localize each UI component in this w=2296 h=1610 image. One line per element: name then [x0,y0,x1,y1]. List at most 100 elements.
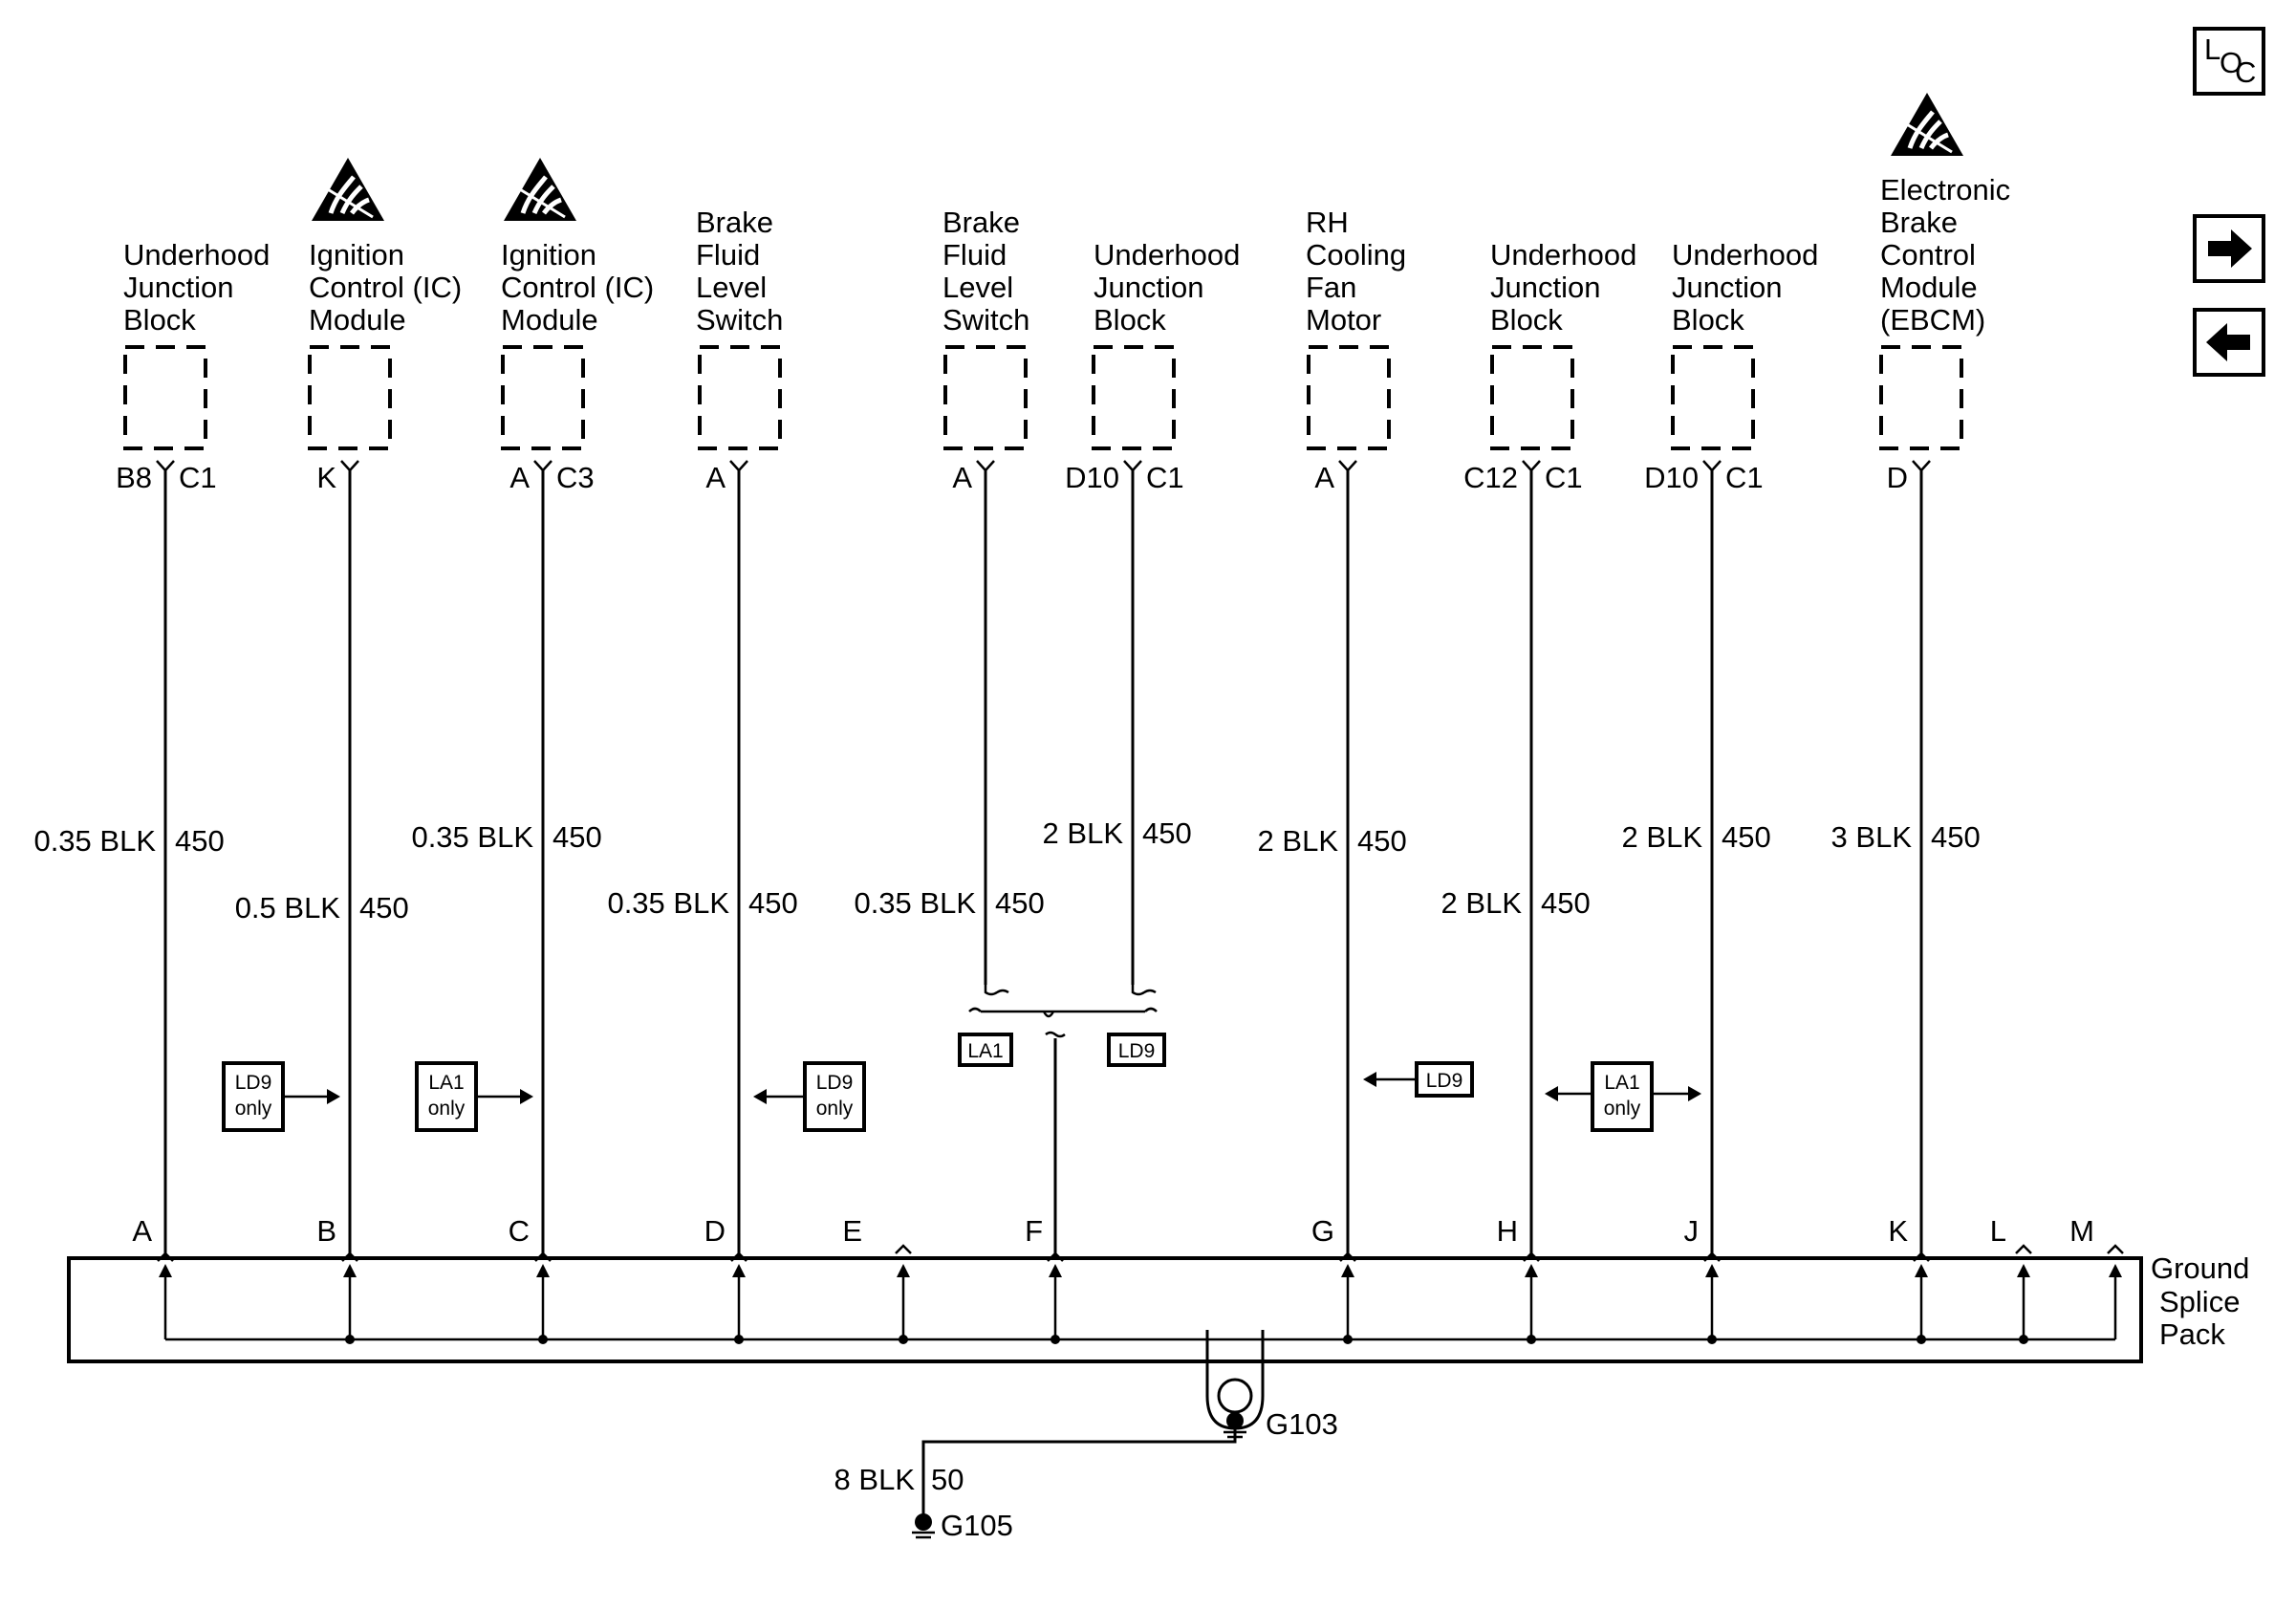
option-splice-junction [968,985,1158,1258]
component-10-title-line-3: Control [1880,238,1976,272]
option-la1: LA1 [958,1033,1013,1067]
option-ld9-2-line-1: LD9 [1426,1070,1463,1092]
component-9-connector: C1 [1725,461,1764,494]
splice-name-line-1: Ground [2151,1251,2249,1285]
splice-node [734,1335,744,1344]
esd-warning-icon [1891,93,1963,156]
ground-g105-label: G105 [941,1509,1013,1542]
component-10-title-line-5: (EBCM) [1880,303,1985,337]
component-7-box [1307,345,1391,450]
splice-connector-symbol [1913,1251,1930,1262]
component-8-title-line-1: Underhood [1490,238,1636,272]
splice-connector-symbol [895,1244,912,1254]
splice-pin-b: B [316,1214,336,1248]
component-4-box [698,345,782,450]
splice-node [1051,1335,1060,1344]
splice-arrow [343,1264,357,1277]
splice-arrow [1915,1264,1928,1277]
splice-arrow [2109,1264,2122,1277]
splice-connector-symbol [2015,1244,2032,1254]
option-ld9-only-2-line-2: only [816,1098,854,1120]
splice-pin-m: M [2069,1214,2094,1248]
component-2-title-line-1: Ignition [309,238,404,272]
component-1-connector: C1 [179,461,217,494]
component-9-pin: D10 [1644,461,1699,494]
component-6-title-line-2: Junction [1094,271,1203,304]
component-10-title-line-2: Brake [1880,206,1958,239]
connector-symbol [1123,460,1142,472]
ground-wire-circuit: 50 [931,1463,964,1496]
component-1-circuit: 450 [175,824,225,858]
component-5-wire-gauge: 0.35 BLK [854,886,976,920]
component-10-title-line-1: Electronic [1880,173,2010,207]
ground-g103-label: G103 [1266,1407,1338,1441]
option-ld9-1-line-1: LD9 [1118,1040,1156,1062]
loc-c: C [2235,55,2256,89]
component-5-box [943,345,1028,450]
connector-symbol [729,460,748,472]
component-2-pin: K [316,461,336,494]
component-5-title-line-4: Switch [942,303,1029,337]
connector-symbol [1702,460,1722,472]
component-4-title-line-3: Level [696,271,767,304]
splice-connector-symbol [341,1251,358,1262]
option-la1-only-2: LA1 only [1545,1061,1701,1132]
component-4-wire-gauge: 0.35 BLK [607,886,729,920]
component-3-title-line-1: Ignition [501,238,596,272]
splice-arrow [732,1264,746,1277]
location-icon[interactable]: L O C [2193,27,2265,96]
splice-pin-j: J [1684,1214,1700,1248]
esd-warning-icon [504,158,576,221]
splice-pin-g: G [1311,1214,1334,1248]
splice-pin-h: H [1497,1214,1518,1248]
component-1-box [123,345,207,450]
component-4-pin: A [705,461,726,494]
previous-page-icon[interactable] [2193,308,2265,377]
splice-node [899,1335,908,1344]
splice-pin-a: A [132,1214,152,1248]
component-9-circuit: 450 [1722,820,1771,854]
splice-pin-k: K [1888,1214,1908,1248]
option-ld9-only-2-line-1: LD9 [816,1072,854,1094]
component-5-circuit: 450 [995,886,1045,920]
component-3-title-line-2: Control (IC) [501,271,654,304]
component-6-wire-gauge: 2 BLK [1043,816,1124,850]
option-ld9-only-2: LD9 only [753,1061,866,1132]
component-4-circuit: 450 [748,886,798,920]
splice-pin-d: D [704,1214,726,1248]
next-page-icon[interactable] [2193,214,2265,283]
component-8-circuit: 450 [1541,886,1591,920]
component-9-box [1671,345,1755,450]
splice-pin-e: E [842,1214,862,1248]
component-2-title-line-2: Control (IC) [309,271,462,304]
component-5-title-line-2: Fluid [942,238,1007,272]
component-10-circuit: 450 [1931,820,1981,854]
component-2-box [308,345,392,450]
option-ld9-only-1-line-2: only [235,1098,272,1120]
connector-symbol [533,460,552,472]
component-3-wire-gauge: 0.35 BLK [411,820,533,854]
component-6-box [1092,345,1176,450]
component-1-pin: B8 [116,461,152,494]
component-6-connector: C1 [1146,461,1184,494]
option-ld9-1: LD9 [1107,1033,1166,1067]
component-10-title-line-4: Module [1880,271,1978,304]
option-la1-line-1: LA1 [967,1040,1003,1062]
connector-symbol [1522,460,1541,472]
component-7-title-line-1: RH [1306,206,1349,239]
component-7-wire-gauge: 2 BLK [1258,824,1339,858]
component-4-title-line-2: Fluid [696,238,760,272]
option-la1-only-1-line-2: only [428,1098,466,1120]
component-9-wire-gauge: 2 BLK [1622,820,1703,854]
component-5-title-line-3: Level [942,271,1013,304]
loc-o: O [2220,46,2242,79]
splice-connector-symbol [1523,1251,1540,1262]
splice-connector-symbol [1703,1251,1721,1262]
splice-arrow [897,1264,910,1277]
